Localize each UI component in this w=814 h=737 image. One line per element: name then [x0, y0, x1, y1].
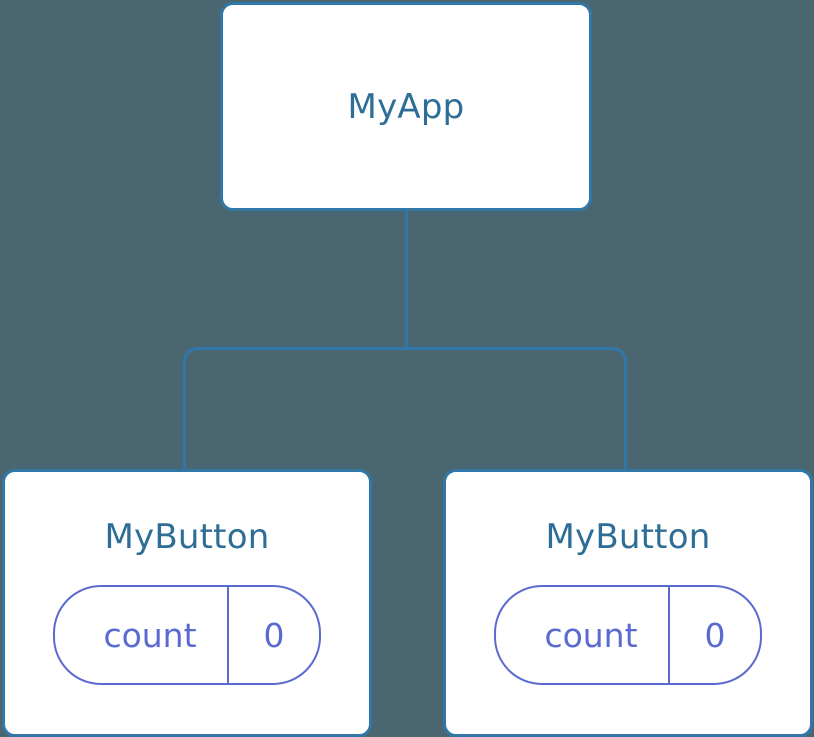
state-pill-count-1[interactable]: count 0	[494, 585, 762, 685]
state-pill-value-0: 0	[227, 587, 319, 683]
state-pill-count-0[interactable]: count 0	[53, 585, 321, 685]
state-pill-key-1: count	[544, 615, 638, 655]
state-pill-value-1: 0	[668, 587, 760, 683]
connector-to-child-1	[406, 347, 627, 470]
node-mybutton-0-label: MyButton	[104, 517, 270, 557]
node-myapp-label: MyApp	[347, 86, 465, 127]
node-mybutton-1-label: MyButton	[545, 517, 711, 557]
state-pill-key-0: count	[103, 615, 197, 655]
node-myapp[interactable]: MyApp	[220, 2, 592, 211]
node-mybutton-0[interactable]: MyButton count 0	[2, 469, 372, 737]
node-mybutton-1[interactable]: MyButton count 0	[443, 469, 813, 737]
connector-to-child-0	[183, 347, 407, 470]
